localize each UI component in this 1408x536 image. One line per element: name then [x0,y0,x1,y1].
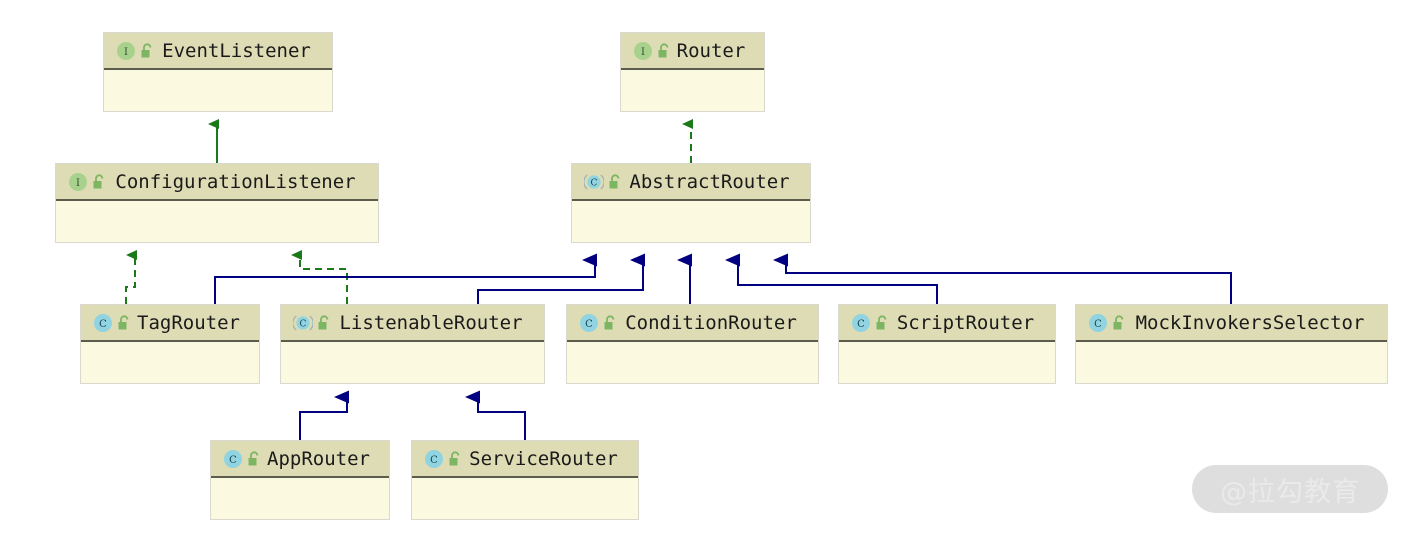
uml-node-header: C MockInvokersSelector [1076,305,1387,342]
abstract-class-icon: C [584,172,604,192]
uml-node-label: ScriptRouter [896,311,1035,334]
uml-node-label: ConditionRouter [625,311,797,334]
uml-node-label: Router [676,39,746,62]
uml-node-header: C AbstractRouter [572,164,810,201]
uml-node-approuter[interactable]: C AppRouter [210,440,390,520]
edge-listenablerouter-to-configurationlistener [291,250,348,304]
uml-node-body [567,342,818,383]
svg-text:C: C [1094,318,1102,329]
svg-text:I: I [641,47,645,58]
uml-node-listenablerouter[interactable]: C ListenableRouter [280,304,545,384]
unlocked-icon [1111,314,1127,332]
svg-text:C: C [591,178,598,188]
svg-text:C: C [857,318,865,329]
uml-node-body [56,201,378,242]
uml-node-label: TagRouter [137,311,240,334]
svg-text:C: C [229,454,237,465]
uml-node-label: AbstractRouter [629,170,790,193]
class-icon: C [93,313,113,333]
svg-text:C: C [99,318,107,329]
uml-node-configurationlistener[interactable]: I ConfigurationListener [55,163,379,243]
unlocked-icon [607,173,623,191]
uml-node-label: AppRouter [267,447,370,470]
uml-node-conditionrouter[interactable]: C ConditionRouter [566,304,819,384]
unlocked-icon [447,450,463,468]
unlocked-icon [116,314,132,332]
uml-node-router[interactable]: I Router [620,32,765,112]
svg-text:C: C [585,318,593,329]
interface-icon: I [116,41,136,61]
svg-text:I: I [76,178,80,189]
uml-node-label: ConfigurationListener [115,170,356,193]
uml-node-header: I ConfigurationListener [56,164,378,201]
class-icon: C [424,449,444,469]
uml-node-label: MockInvokersSelector [1135,311,1365,334]
unlocked-icon [874,314,890,332]
watermark-badge: @拉勾教育 [1192,465,1388,513]
interface-icon: I [68,172,88,192]
watermark-text: @拉勾教育 [1220,476,1360,508]
uml-node-scriptrouter[interactable]: C ScriptRouter [838,304,1056,384]
uml-node-header: C ScriptRouter [839,305,1055,342]
uml-node-header: I EventListener [104,33,332,70]
uml-node-header: C ServiceRouter [412,441,638,478]
class-icon: C [1088,313,1108,333]
class-icon: C [223,449,243,469]
interface-icon: I [633,41,653,61]
unlocked-icon [91,173,107,191]
unlocked-icon [316,314,332,332]
uml-node-label: ListenableRouter [339,311,523,334]
edge-tagrouter-to-abstractrouter [214,253,597,304]
svg-text:C: C [300,319,307,329]
uml-node-body [104,70,332,111]
uml-node-body [1076,342,1387,383]
class-icon: C [851,313,871,333]
uml-node-header: C AppRouter [211,441,389,478]
uml-node-tagrouter[interactable]: C TagRouter [80,304,260,384]
unlocked-icon [139,42,155,60]
edge-mockinvokersselector-to-abstractrouter [773,253,1232,304]
svg-text:I: I [124,47,128,58]
uml-node-eventlistener[interactable]: I EventListener [103,32,333,112]
uml-node-header: C ListenableRouter [281,305,544,342]
uml-node-body [572,201,810,242]
uml-node-header: C ConditionRouter [567,305,818,342]
edge-scriptrouter-to-abstractrouter [725,253,938,304]
abstract-class-icon: C [293,313,313,333]
uml-node-servicerouter[interactable]: C ServiceRouter [411,440,639,520]
uml-node-body [281,342,544,383]
uml-node-header: I Router [621,33,764,70]
uml-node-body [211,478,389,519]
uml-node-label: EventListener [162,39,311,62]
uml-node-header: C TagRouter [81,305,259,342]
unlocked-icon [656,42,672,60]
svg-text:C: C [430,454,438,465]
unlocked-icon [602,314,618,332]
edge-tagrouter-to-configurationlistener [125,250,137,304]
uml-node-body [81,342,259,383]
edge-listenablerouter-to-abstractrouter [477,253,645,304]
edge-servicerouter-to-listenablerouter [465,390,526,440]
unlocked-icon [246,450,262,468]
uml-node-abstractrouter[interactable]: C AbstractRouter [571,163,811,243]
edge-approuter-to-listenablerouter [299,390,349,440]
uml-node-body [621,70,764,111]
class-icon: C [579,313,599,333]
uml-node-mockinvokersselector[interactable]: C MockInvokersSelector [1075,304,1388,384]
uml-node-body [412,478,638,519]
uml-node-label: ServiceRouter [469,447,618,470]
uml-node-body [839,342,1055,383]
